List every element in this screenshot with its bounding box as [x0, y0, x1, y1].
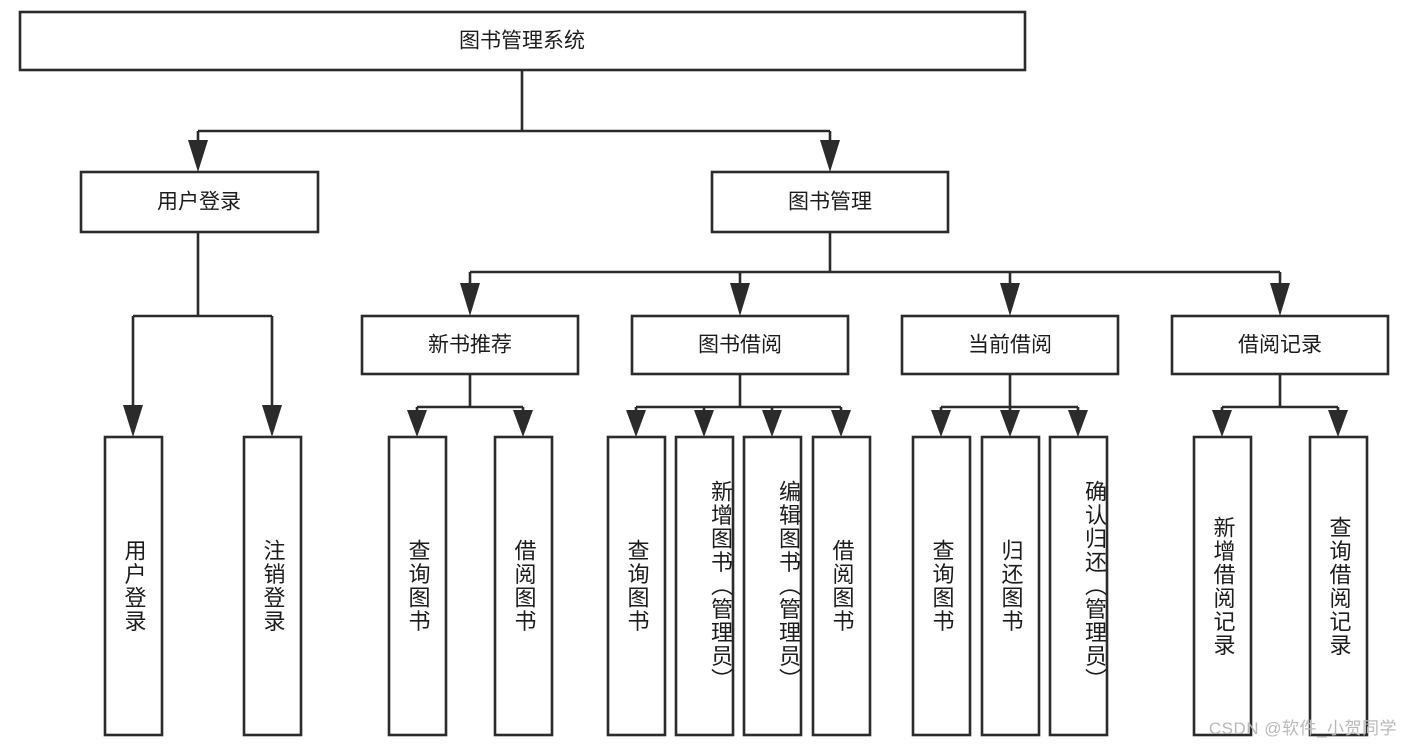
arrowhead-current-borrow-leaf-2 [1000, 410, 1020, 437]
node-book-borrow-label: 图书借阅 [698, 334, 782, 357]
node-user-login-label: 用户登录 [157, 191, 241, 214]
node-new-book-recommend-box[interactable] [360, 314, 580, 376]
node-new-book-recommend[interactable]: 新书推荐 [360, 314, 580, 376]
leaf-box-current-borrow-3[interactable] [1048, 435, 1109, 737]
node-borrow-record-box[interactable] [1170, 314, 1390, 376]
node-book-management-label: 图书管理 [788, 191, 872, 214]
node-root-label: 图书管理系统 [459, 30, 585, 53]
leaf-box-user-login-2[interactable] [242, 435, 303, 737]
node-book-borrow[interactable]: 图书借阅 [630, 314, 850, 376]
arrowhead-borrow-record-leaf-1 [1212, 410, 1232, 437]
arrowhead-current-borrow-leaf-1 [931, 410, 951, 437]
leaf-box-new-book-1[interactable] [387, 435, 448, 737]
leaf-box-current-borrow-1[interactable] [911, 435, 972, 737]
node-current-borrow-box[interactable] [900, 314, 1120, 376]
arrowhead-current-borrow-leaf-3 [1068, 410, 1088, 437]
leaf-box-book-borrow-3[interactable] [742, 435, 803, 737]
connector-group-root [188, 70, 840, 172]
arrowhead-user-login-leaf-2 [262, 405, 282, 437]
arrowhead-book-borrow-leaf-3 [762, 410, 782, 437]
node-root-book-management-system[interactable]: 图书管理系统 [18, 10, 1027, 72]
node-book-management[interactable]: 图书管理 [710, 170, 950, 234]
connector-group-borrow-record [1212, 374, 1348, 437]
arrowhead-user-login-leaf-1 [123, 405, 143, 437]
node-borrow-record-label: 借阅记录 [1238, 334, 1322, 357]
leaf-boxes-borrow-record [1192, 435, 1369, 737]
leaf-boxes-user-login [103, 435, 303, 737]
connector-group-current-borrow [931, 374, 1088, 437]
watermark-text: CSDN @软件_小贺同学 [1208, 719, 1397, 738]
node-user-login[interactable]: 用户登录 [79, 170, 320, 234]
arrowhead-book-borrow-leaf-2 [694, 410, 714, 437]
arrowhead-new-book-leaf-2 [513, 410, 533, 437]
arrowhead-book-mgmt-to-new-book [460, 283, 480, 316]
leaf-box-borrow-record-1[interactable] [1192, 435, 1253, 737]
node-new-book-recommend-label: 新书推荐 [428, 334, 512, 357]
arrowhead-root-to-book-mgmt [820, 140, 840, 172]
arrowhead-book-borrow-leaf-4 [831, 410, 851, 437]
node-borrow-record[interactable]: 借阅记录 [1170, 314, 1390, 376]
arrowhead-borrow-record-leaf-2 [1328, 410, 1348, 437]
arrowhead-book-mgmt-to-current [1000, 283, 1020, 316]
connector-group-user-login [123, 232, 282, 437]
arrowhead-new-book-leaf-1 [407, 410, 427, 437]
leaf-box-user-login-1[interactable] [103, 435, 164, 737]
node-root-box[interactable] [18, 10, 1027, 72]
leaf-box-book-borrow-1[interactable] [606, 435, 667, 737]
leaf-box-book-borrow-2[interactable] [674, 435, 735, 737]
connector-group-book-borrow [626, 374, 851, 437]
arrowhead-root-to-user-login [188, 140, 208, 172]
leaf-box-book-borrow-4[interactable] [811, 435, 872, 737]
leaf-box-new-book-2[interactable] [493, 435, 554, 737]
leaf-boxes-current-borrow [911, 435, 1109, 737]
node-book-borrow-box[interactable] [630, 314, 850, 376]
connector-group-book-mgmt [460, 232, 1290, 316]
arrowhead-book-mgmt-to-record [1270, 283, 1290, 316]
node-book-management-box[interactable] [710, 170, 950, 234]
leaf-boxes-new-book-recommend [387, 435, 554, 737]
leaf-box-current-borrow-2[interactable] [980, 435, 1041, 737]
node-current-borrow-label: 当前借阅 [968, 334, 1052, 357]
connector-group-new-book [407, 374, 533, 437]
arrowhead-book-borrow-leaf-1 [626, 410, 646, 437]
leaf-box-borrow-record-2[interactable] [1308, 435, 1369, 737]
arrowhead-book-mgmt-to-borrow [730, 283, 750, 316]
node-current-borrow[interactable]: 当前借阅 [900, 314, 1120, 376]
leaf-boxes-book-borrow [606, 435, 872, 737]
node-user-login-box[interactable] [79, 170, 320, 234]
